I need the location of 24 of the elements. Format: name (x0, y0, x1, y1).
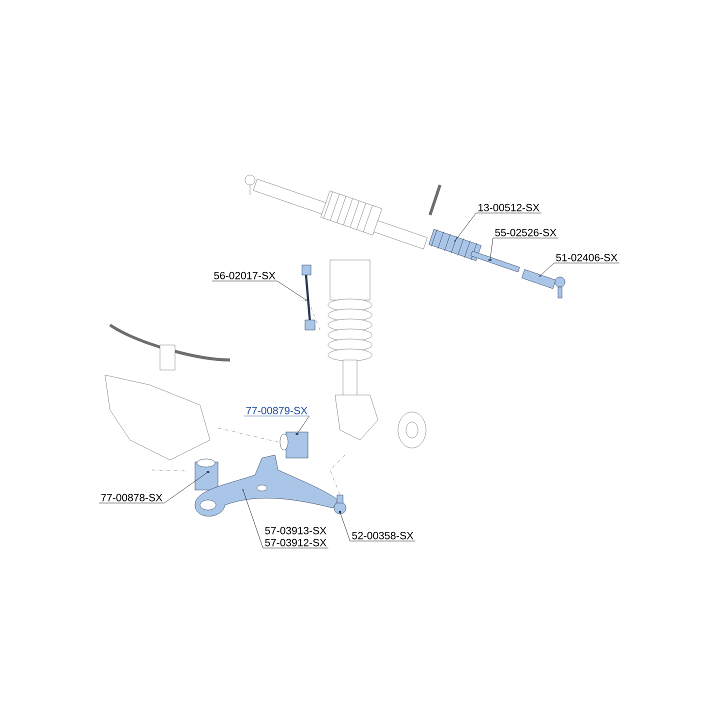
part-number: 52-00358-SX (350, 532, 416, 542)
tie-rod (470, 250, 520, 272)
part-number: 77-00878-SX (98, 494, 164, 504)
bushing (194, 458, 218, 490)
rubber-boot (428, 229, 482, 261)
part-number: 56-02017-SX (212, 272, 278, 282)
leader-line (277, 280, 306, 300)
leader-line (455, 212, 476, 240)
leader-line (243, 490, 264, 548)
control-arm (194, 454, 338, 516)
stabilizer-link (302, 264, 316, 330)
tie-rod-end (521, 269, 566, 298)
leader-line (540, 262, 554, 276)
part-number: 55-02526-SX (492, 228, 558, 238)
part-number: 77-00879-SX (244, 406, 310, 416)
leader-line (340, 513, 350, 542)
ball-joint (334, 494, 346, 514)
part-number: 51-02406-SX (554, 254, 620, 264)
leader-line (164, 472, 207, 504)
part-number: 13-00512-SX (476, 204, 542, 214)
leader-line (490, 238, 494, 260)
leader-line (298, 416, 310, 434)
bushing (280, 432, 308, 458)
part-number: 57-03913-SX 57-03912-SX (262, 526, 328, 548)
